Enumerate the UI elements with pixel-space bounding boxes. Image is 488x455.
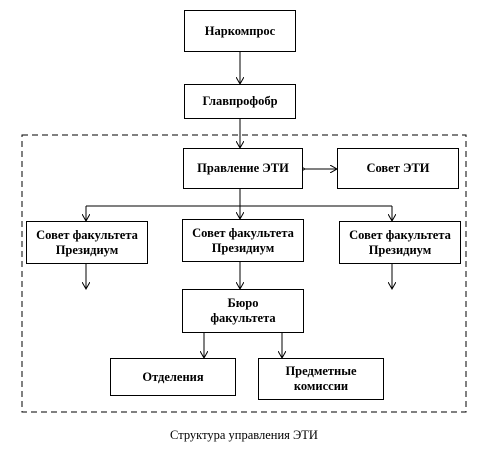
node-faculty-left-label: Совет факультета Президиум — [36, 227, 138, 257]
node-faculty-right: Совет факультета Президиум — [339, 221, 461, 264]
node-faculty-right-label: Совет факультета Президиум — [349, 227, 451, 257]
node-predmetnye: Предметные комиссии — [258, 358, 384, 400]
node-otdeleniya: Отделения — [110, 358, 236, 396]
node-buro: Бюро факультета — [182, 289, 304, 333]
node-faculty-left: Совет факультета Президиум — [26, 221, 148, 264]
node-otdeleniya-label: Отделения — [142, 369, 204, 384]
node-buro-label: Бюро факультета — [210, 296, 276, 325]
diagram-caption: Структура управления ЭТИ — [170, 428, 318, 442]
node-pravlenie: Правление ЭТИ — [183, 148, 303, 189]
institute-boundary — [21, 134, 467, 413]
node-pravlenie-label: Правление ЭТИ — [197, 161, 289, 175]
node-faculty-center: Совет факультета Президиум — [182, 219, 304, 262]
node-narkompros: Наркомпрос — [184, 10, 296, 52]
node-faculty-center-label: Совет факультета Президиум — [192, 225, 294, 255]
node-glavprofobr: Главпрофобр — [184, 84, 296, 119]
node-predmetnye-label: Предметные комиссии — [285, 364, 357, 393]
node-narkompros-label: Наркомпрос — [204, 23, 276, 38]
node-sovet-eti: Совет ЭТИ — [337, 148, 459, 189]
node-sovet-eti-label: Совет ЭТИ — [366, 161, 430, 175]
node-glavprofobr-label: Главпрофобр — [202, 94, 278, 108]
